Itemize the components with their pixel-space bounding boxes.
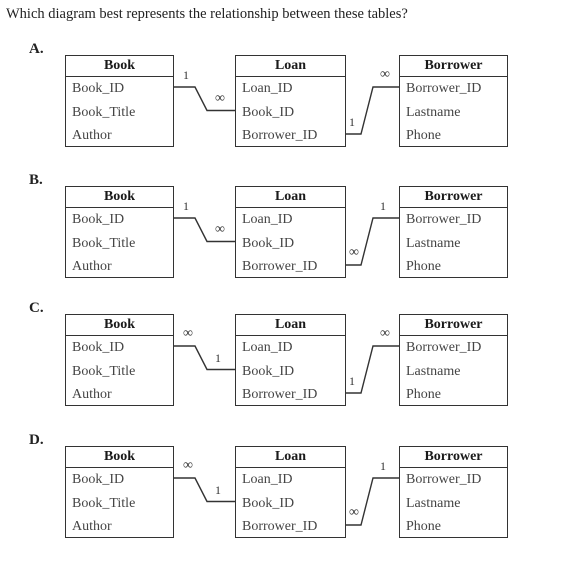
book-table-title: Book: [66, 315, 173, 336]
book-table-title: Book: [66, 187, 173, 208]
loan-attribute: Loan_ID: [242, 81, 293, 96]
loan-attribute: Loan_ID: [242, 472, 293, 487]
option-letter: C.: [29, 300, 44, 316]
loan-attribute: Borrower_ID: [242, 128, 318, 143]
borrower-attribute: Borrower_ID: [406, 212, 482, 227]
borrower-attribute: Lastname: [406, 235, 461, 251]
borrower-table-title: Borrower: [400, 447, 507, 468]
loan-attribute: Loan_ID: [242, 340, 293, 355]
book-loan-relationship-line: [174, 345, 235, 371]
borrower-end-cardinality: 1: [380, 199, 386, 213]
loan-borrower-loan-end-cardinality: ∞: [349, 245, 359, 260]
loan-attribute: Borrower_ID: [242, 259, 318, 274]
loan-attribute: Book_ID: [242, 104, 295, 120]
book-end-cardinality: 1: [183, 199, 189, 213]
option-letter: B.: [29, 172, 43, 188]
option-letter: D.: [29, 432, 44, 448]
book-end-cardinality: ∞: [183, 326, 193, 341]
loan-end-cardinality: ∞: [215, 90, 225, 106]
loan-attribute: Book_ID: [242, 363, 295, 379]
book-attribute: Book_ID: [72, 212, 125, 227]
loan-attribute: Borrower_ID: [242, 387, 318, 402]
book-attribute: Book_Title: [72, 495, 136, 511]
question-text: Which diagram best represents the relati…: [6, 6, 408, 22]
borrower-table-title: Borrower: [400, 187, 507, 208]
borrower-attribute: Phone: [406, 519, 441, 534]
borrower-table-title: Borrower: [400, 56, 507, 77]
borrower-end-cardinality: ∞: [380, 67, 390, 82]
book-end-cardinality: 1: [183, 68, 189, 82]
book-attribute: Book_ID: [72, 81, 125, 96]
loan-attribute: Loan_ID: [242, 212, 293, 227]
book-attribute: Book_Title: [72, 363, 136, 379]
borrower-table-title: Borrower: [400, 315, 507, 336]
borrower-attribute: Phone: [406, 387, 441, 402]
loan-end-cardinality: 1: [215, 350, 221, 365]
book-attribute: Book_ID: [72, 472, 125, 487]
book-loan-relationship-line: [174, 86, 235, 112]
book-attribute: Author: [72, 387, 112, 402]
borrower-attribute: Phone: [406, 128, 441, 143]
loan-table-title: Loan: [236, 315, 345, 336]
book-attribute: Author: [72, 519, 112, 534]
book-attribute: Book_Title: [72, 235, 136, 251]
book-attribute: Book_ID: [72, 340, 125, 355]
book-table-title: Book: [66, 56, 173, 77]
loan-attribute: Book_ID: [242, 495, 295, 511]
borrower-attribute: Lastname: [406, 363, 461, 379]
loan-table-title: Loan: [236, 56, 345, 77]
book-attribute: Book_Title: [72, 104, 136, 120]
book-table-title: Book: [66, 447, 173, 468]
borrower-attribute: Borrower_ID: [406, 472, 482, 487]
loan-attribute: Book_ID: [242, 235, 295, 251]
borrower-attribute: Lastname: [406, 495, 461, 511]
book-loan-relationship-line: [174, 217, 235, 243]
borrower-attribute: Phone: [406, 259, 441, 274]
loan-borrower-loan-end-cardinality: 1: [349, 374, 355, 388]
book-end-cardinality: ∞: [183, 458, 193, 473]
book-attribute: Author: [72, 128, 112, 143]
option-letter: A.: [29, 41, 44, 57]
borrower-end-cardinality: 1: [380, 459, 386, 473]
borrower-attribute: Borrower_ID: [406, 81, 482, 96]
borrower-attribute: Borrower_ID: [406, 340, 482, 355]
loan-end-cardinality: 1: [215, 482, 221, 497]
loan-table-title: Loan: [236, 447, 345, 468]
loan-end-cardinality: ∞: [215, 221, 225, 237]
loan-borrower-loan-end-cardinality: ∞: [349, 505, 359, 520]
loan-table-title: Loan: [236, 187, 345, 208]
borrower-end-cardinality: ∞: [380, 326, 390, 341]
loan-borrower-loan-end-cardinality: 1: [349, 115, 355, 129]
borrower-attribute: Lastname: [406, 104, 461, 120]
loan-attribute: Borrower_ID: [242, 519, 318, 534]
book-loan-relationship-line: [174, 477, 235, 503]
book-attribute: Author: [72, 259, 112, 274]
